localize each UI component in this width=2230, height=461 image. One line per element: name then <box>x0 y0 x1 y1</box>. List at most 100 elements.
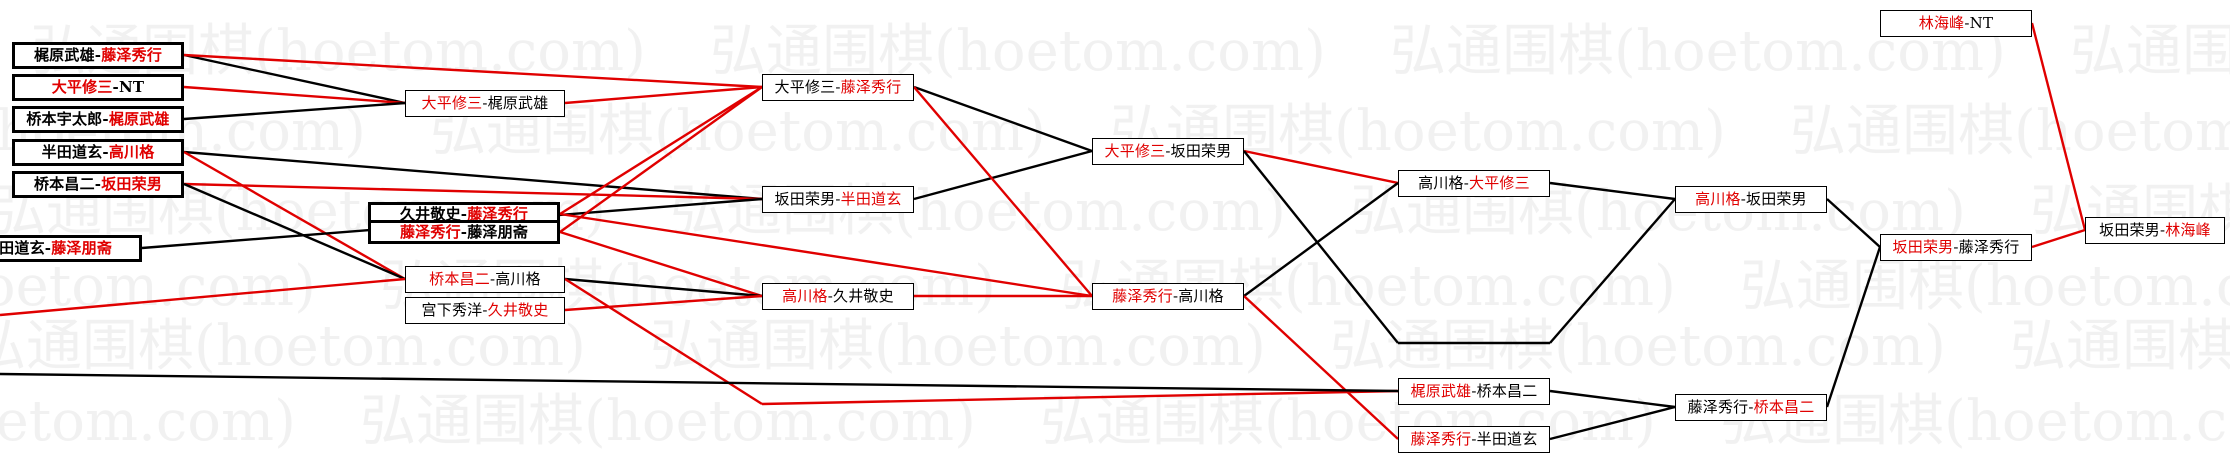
watermark-text: 弘通围棋(hoetom.com) <box>1740 254 2230 319</box>
match-box: 半田道玄-高川格 <box>12 139 184 166</box>
bracket-connector <box>1825 246 1882 408</box>
player-one-name: 藤泽秀行 <box>1112 287 1173 305</box>
match-box: 藤泽秀行-半田道玄 <box>1398 426 1550 453</box>
player-two-name: 坂田荣男 <box>101 175 163 193</box>
match-box: 藤泽秀行-高川格 <box>1092 283 1244 310</box>
player-one-name: 大平修三 <box>1104 142 1166 160</box>
match-separator: - <box>460 204 468 223</box>
match-separator: - <box>94 175 102 193</box>
bracket-connector <box>564 85 763 105</box>
player-two-name: 高川格 <box>495 270 541 288</box>
match-separator: - <box>827 287 834 305</box>
bracket-connector <box>1549 181 1676 201</box>
bracket-connector <box>1243 150 1399 344</box>
match-separator: - <box>1165 142 1171 160</box>
bracket-connector <box>913 85 1093 153</box>
match-box: 半田道玄-藤泽朋斋 <box>0 235 142 262</box>
watermark-text: 弘通围棋(hoetom.com) <box>360 389 976 454</box>
bracket-connector <box>183 150 406 281</box>
player-one-name: 藤泽秀行 <box>1687 398 1749 416</box>
bracket-connector <box>183 53 763 89</box>
match-separator: - <box>102 143 109 161</box>
player-two-name: 梶原武雄 <box>487 94 549 112</box>
player-two-name: 藤泽秀行 <box>101 46 163 64</box>
match-separator: - <box>1471 430 1477 448</box>
player-two-name: 藤泽秀行 <box>1958 238 2020 256</box>
bracket-connector <box>183 53 406 105</box>
bracket-connector <box>913 149 1093 201</box>
match-box: 大平修三-藤泽秀行 <box>762 74 914 101</box>
bracket-connector <box>2030 22 2087 231</box>
match-box: 桥本宇太郎-梶原武雄 <box>12 106 184 133</box>
player-two-name: 半田道玄 <box>1476 430 1538 448</box>
bracket-connector <box>564 294 763 312</box>
player-two-name: 藤泽秀行 <box>467 204 529 223</box>
match-box: 高川格-久井敬史 <box>762 283 914 310</box>
player-one-name: 梶原武雄 <box>1410 382 1472 400</box>
bracket-connector <box>913 86 1093 297</box>
match-separator: - <box>1953 238 1959 256</box>
match-separator: - <box>1463 174 1470 192</box>
bracket-connector <box>564 277 763 298</box>
match-box: 坂田荣男-林海峰 <box>2085 217 2225 244</box>
watermark-text: 弘通围棋(hoetom.com) <box>0 389 296 454</box>
player-two-name: 半田道玄 <box>840 190 902 208</box>
player-two-name: 坂田荣男 <box>1746 190 1807 208</box>
player-two-name: 高川格 <box>108 143 155 161</box>
player-one-name: 藤泽秀行 <box>399 222 461 241</box>
player-one-name: 久井敬史 <box>399 204 461 223</box>
player-two-name: 大平修三 <box>1469 174 1530 192</box>
match-separator: - <box>835 190 841 208</box>
player-two-name: 久井敬史 <box>833 287 894 305</box>
player-two-name: 梶原武雄 <box>108 110 170 128</box>
player-two-name: 桥本昌二 <box>1476 382 1538 400</box>
match-box: 林海峰-NT <box>1880 10 2032 37</box>
player-one-name: 林海峰 <box>1918 14 1965 32</box>
bracket-connector <box>1549 405 1676 441</box>
match-separator: - <box>482 94 488 112</box>
bracket-connector <box>1243 295 1399 440</box>
match-separator: - <box>1172 287 1179 305</box>
match-separator: - <box>489 270 496 288</box>
match-box: 宫下秀洋-久井敬史 <box>405 297 565 324</box>
match-separator: - <box>102 110 109 128</box>
match-separator: - <box>112 78 119 96</box>
player-two-name: 高川格 <box>1178 287 1224 305</box>
player-one-name: 半田道玄 <box>41 143 103 161</box>
bracket-connector <box>183 85 406 105</box>
player-one-name: 大平修三 <box>421 94 483 112</box>
bracket-connector <box>1549 198 1676 344</box>
match-box: 梶原武雄-桥本昌二 <box>1398 378 1550 405</box>
match-box: 桥本昌二-坂田荣男 <box>12 171 184 198</box>
match-separator: - <box>1748 398 1754 416</box>
watermark-text: 弘通围棋(hoetom.com) <box>0 254 316 319</box>
player-one-name: 桥本宇太郎 <box>26 110 103 128</box>
watermark-text: 弘通围棋(hoetom.com) <box>0 314 586 379</box>
match-box: 大平修三-梶原武雄 <box>405 90 565 117</box>
bracket-connector <box>1826 198 1881 248</box>
player-two-name: NT <box>1969 14 1994 32</box>
watermark-text: 弘通围棋(hoetom.com) <box>1790 99 2230 164</box>
match-separator: - <box>44 239 52 257</box>
match-separator: - <box>1740 190 1747 208</box>
player-one-name: 半田道玄 <box>0 239 45 257</box>
player-two-name: 坂田荣男 <box>1170 142 1232 160</box>
player-one-name: 桥本昌二 <box>33 175 95 193</box>
match-box: 高川格-大平修三 <box>1398 170 1550 197</box>
player-one-name: 桥本昌二 <box>429 270 490 288</box>
player-two-name: 久井敬史 <box>487 301 549 319</box>
match-box: 高川格-坂田荣男 <box>1675 186 1827 213</box>
match-box: 大平修三-NT <box>12 74 184 101</box>
player-one-name: 高川格 <box>1418 174 1464 192</box>
bracket-connector <box>1243 182 1399 297</box>
player-one-name: 大平修三 <box>774 78 836 96</box>
match-box: 藤泽秀行-桥本昌二 <box>1675 394 1827 421</box>
match-separator: - <box>460 222 468 241</box>
player-one-name: 坂田荣男 <box>1892 238 1954 256</box>
player-one-name: 坂田荣男 <box>774 190 836 208</box>
player-two-name: NT <box>118 78 145 96</box>
player-two-name: 藤泽秀行 <box>840 78 902 96</box>
bracket-connector <box>183 150 763 201</box>
watermark-text: 弘通围棋(hoetom.com) <box>2010 314 2230 379</box>
